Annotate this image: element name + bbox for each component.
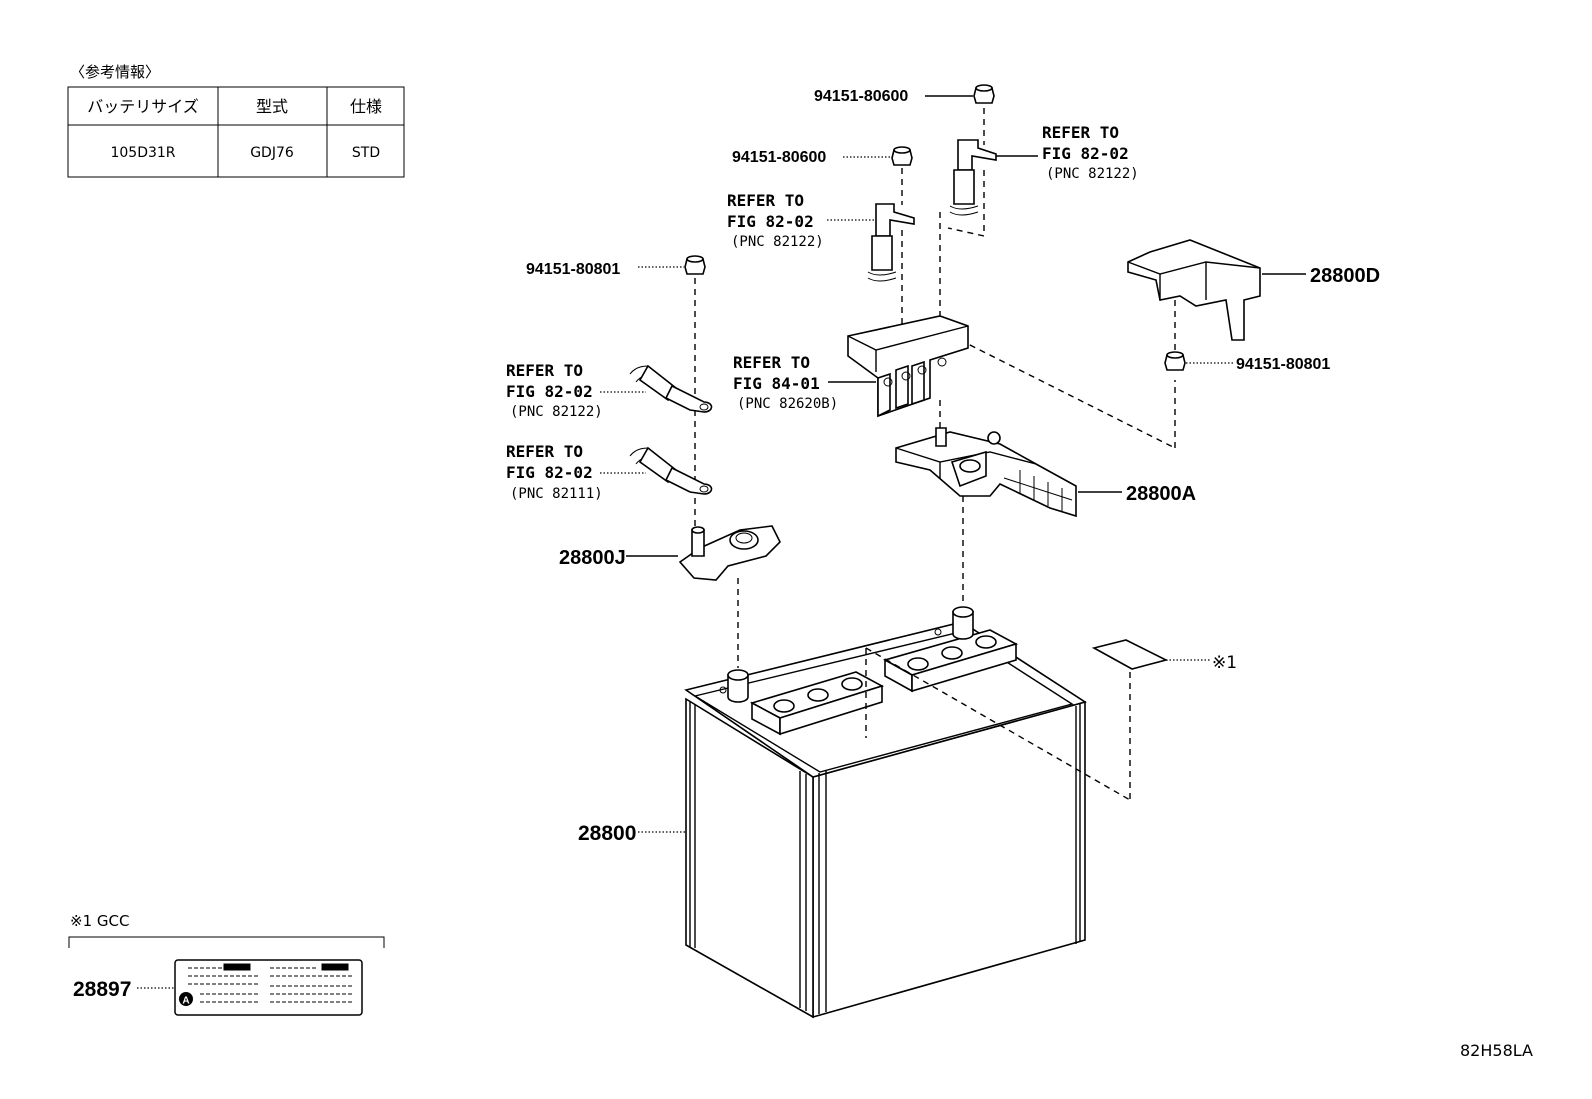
warning-label-sticker [174,959,363,1016]
callout-nut-top-left: 94151-80600 [732,149,826,166]
refer-2-line2: FIG 82-02 [727,212,814,231]
cover-28800d: 28800D [1127,239,1380,341]
cover-28800a: 28800A [895,427,1196,518]
gcc-label-part: ※1 [1091,639,1237,800]
fuse-block [828,315,969,418]
callout-terminal-28800j: 28800J [559,547,626,569]
cable-top-left [827,203,915,282]
label-badge-letter: A [182,996,189,1007]
gcc-note: ※1 GCC 28897 A [68,912,385,1016]
reference-col-model: 型式 [256,97,288,116]
refer-2-line3: (PNC 82122) [731,234,824,250]
battery: 28800 [578,606,1087,1019]
cable-left-upper [600,364,713,413]
refer-note-5: REFER TO FIG 82-02 (PNC 82111) [506,442,603,502]
refer-1-line2: FIG 82-02 [1042,144,1129,163]
refer-4-line2: FIG 82-02 [506,382,593,401]
callout-cover-28800d: 28800D [1310,265,1380,287]
cable-top-right [949,139,1038,216]
reference-col-size: バッテリサイズ [87,97,199,116]
reference-info-heading: 〈参考情報〉 [70,63,160,81]
callout-label-mark: ※1 [1212,653,1237,673]
gcc-part-number: 28897 [73,978,131,1001]
nut-top-left: 94151-80600 [732,146,913,166]
callout-battery: 28800 [578,822,636,845]
refer-5-line2: FIG 82-02 [506,463,593,482]
refer-note-3: REFER TO FIG 84-01 (PNC 82620B) [733,353,838,412]
refer-5-line3: (PNC 82111) [510,486,603,502]
nut-left: 94151-80801 [526,255,706,278]
reference-cell-size: 105D31R [110,145,175,161]
refer-note-1: REFER TO FIG 82-02 (PNC 82122) [1042,123,1139,182]
reference-cell-model: GDJ76 [250,145,294,161]
label-badge-a [179,992,193,1006]
reference-cell-spec: STD [352,145,380,161]
refer-4-line1: REFER TO [506,361,583,380]
terminal-28800j: 28800J [559,525,781,581]
refer-2-line1: REFER TO [727,191,804,210]
reference-info: 〈参考情報〉 バッテリサイズ 型式 仕様 105D31R GDJ76 STD [67,63,405,178]
nut-right: 94151-80801 [1164,351,1330,373]
cable-left-lower [600,446,713,495]
refer-note-4: REFER TO FIG 82-02 (PNC 82122) [506,361,603,420]
reference-col-spec: 仕様 [350,97,382,116]
refer-3-line2: FIG 84-01 [733,374,820,393]
callout-cover-28800a: 28800A [1126,483,1196,505]
nut-top-right: 94151-80600 [814,84,995,105]
gcc-title: ※1 GCC [70,912,129,930]
refer-note-2: REFER TO FIG 82-02 (PNC 82122) [727,191,824,250]
refer-4-line3: (PNC 82122) [510,404,603,420]
figure-code: 82H58LA [1460,1041,1533,1060]
refer-3-line3: (PNC 82620B) [737,396,838,412]
callout-nut-right: 94151-80801 [1236,356,1330,373]
refer-1-line3: (PNC 82122) [1046,166,1139,182]
refer-1-line1: REFER TO [1042,123,1119,142]
refer-5-line1: REFER TO [506,442,583,461]
callout-nut-left: 94151-80801 [526,261,620,278]
callout-nut-top-right: 94151-80600 [814,88,908,105]
refer-3-line1: REFER TO [733,353,810,372]
